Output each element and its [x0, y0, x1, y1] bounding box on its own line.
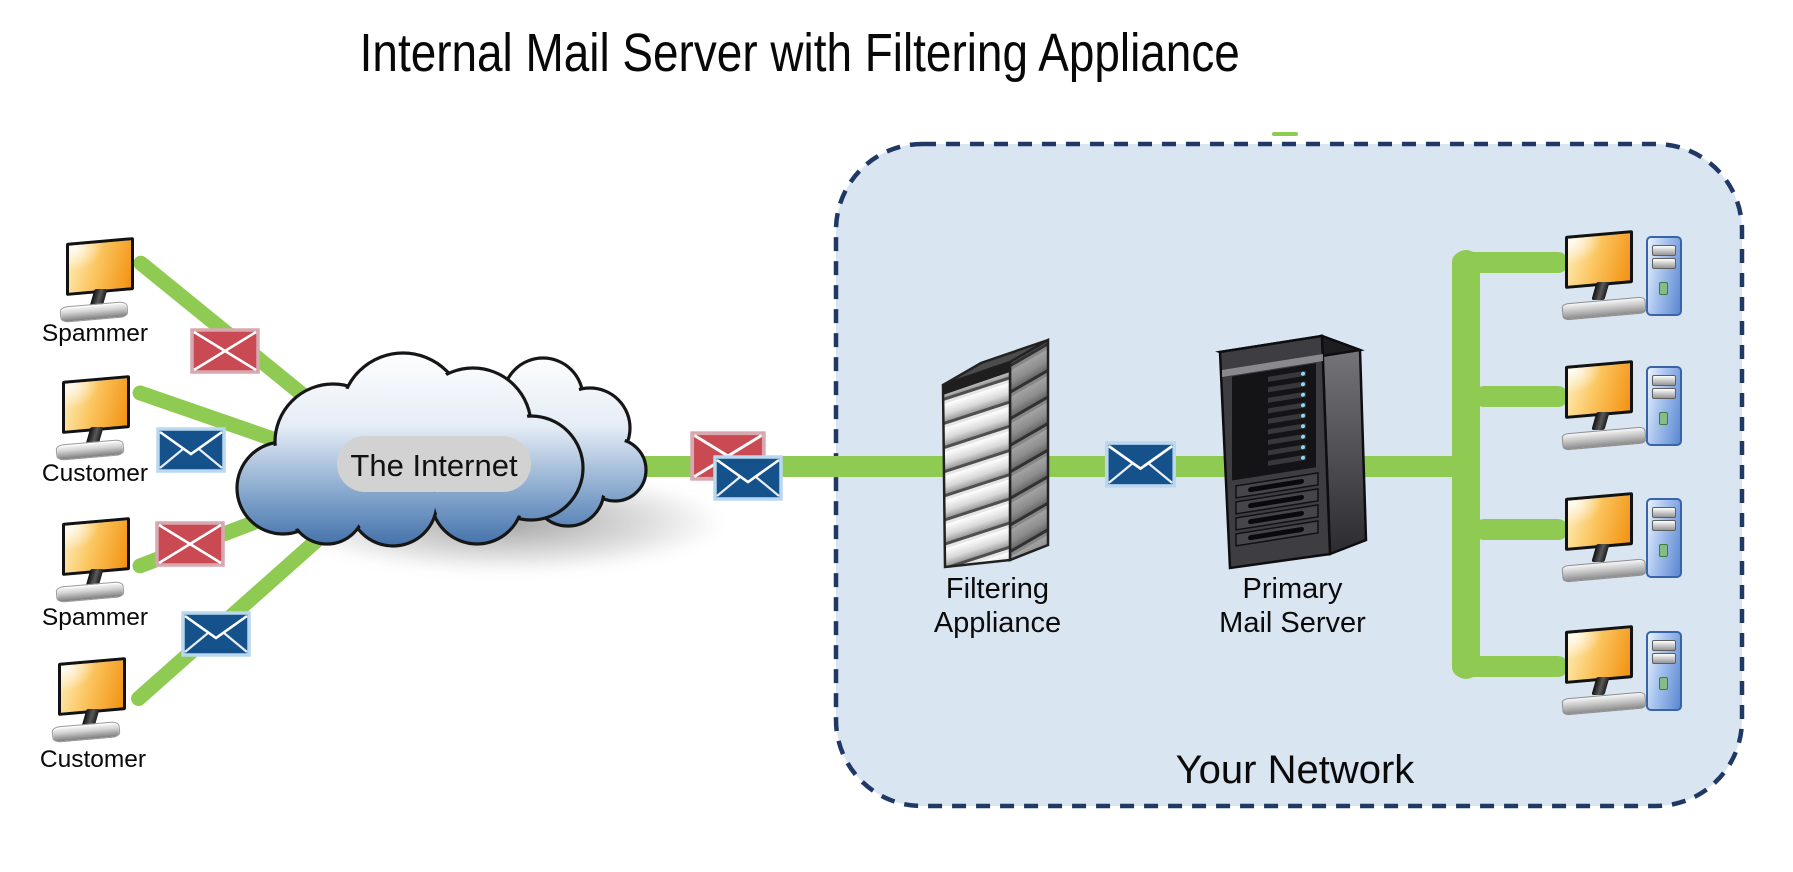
spam-envelope-icon	[155, 521, 225, 567]
lan-branch-3	[1474, 519, 1568, 540]
internet-label: The Internet	[350, 448, 518, 483]
sender-computer-3	[44, 516, 144, 603]
keyboard-icon	[1561, 296, 1647, 321]
your-network-label: Your Network	[1175, 748, 1415, 792]
monitor-base	[51, 721, 121, 743]
stray-green-tick	[1272, 132, 1298, 136]
workstation-2	[1560, 358, 1690, 458]
internet-cloud-icon: The Internet	[235, 351, 648, 548]
primary-mail-server-icon	[1215, 334, 1368, 570]
internet-label-pill	[337, 436, 531, 492]
lan-branch-2	[1474, 386, 1568, 407]
monitor-icon	[62, 517, 130, 576]
lan-branch-4	[1452, 656, 1568, 677]
tower-icon	[1646, 631, 1682, 711]
mail-envelope-icon	[181, 611, 251, 657]
spam-envelope-icon	[190, 328, 260, 374]
filtering-appliance-icon	[941, 337, 1050, 569]
workstation-1	[1560, 228, 1690, 328]
workstation-3	[1560, 490, 1690, 590]
monitor-icon	[1565, 230, 1633, 289]
sender-computer-4	[40, 656, 140, 743]
sender-computer-1	[48, 236, 148, 323]
monitor-icon	[66, 237, 134, 296]
link-server-to-lan	[1360, 456, 1470, 477]
keyboard-icon	[1561, 558, 1647, 583]
tower-icon	[1646, 366, 1682, 446]
lan-branch-1	[1452, 252, 1568, 273]
lan-trunk	[1452, 250, 1480, 679]
sender-computer-2	[44, 374, 144, 461]
monitor-icon	[1565, 360, 1633, 419]
monitor-base	[55, 439, 125, 461]
page-title: Internal Mail Server with Filtering Appl…	[359, 23, 1241, 83]
monitor-base	[55, 581, 125, 603]
sender-label-4: Customer	[39, 746, 147, 773]
sender-label-3: Spammer	[41, 604, 149, 631]
keyboard-icon	[1561, 426, 1647, 451]
monitor-icon	[1565, 492, 1633, 551]
tower-icon	[1646, 498, 1682, 578]
monitor-icon	[1565, 625, 1633, 684]
workstation-4	[1560, 623, 1690, 723]
monitor-icon	[62, 375, 130, 434]
keyboard-icon	[1561, 691, 1647, 716]
mail-envelope-icon	[156, 427, 226, 473]
primary-mail-server-label: Primary Mail Server	[1219, 573, 1366, 639]
mail-envelope-icon	[1104, 441, 1177, 488]
filtering-appliance-label: Filtering Appliance	[933, 573, 1062, 639]
mail-envelope-icon	[713, 455, 783, 501]
monitor-icon	[58, 657, 126, 716]
sender-label-2: Customer	[41, 460, 149, 487]
sender-label-1: Spammer	[41, 320, 149, 347]
tower-icon	[1646, 236, 1682, 316]
